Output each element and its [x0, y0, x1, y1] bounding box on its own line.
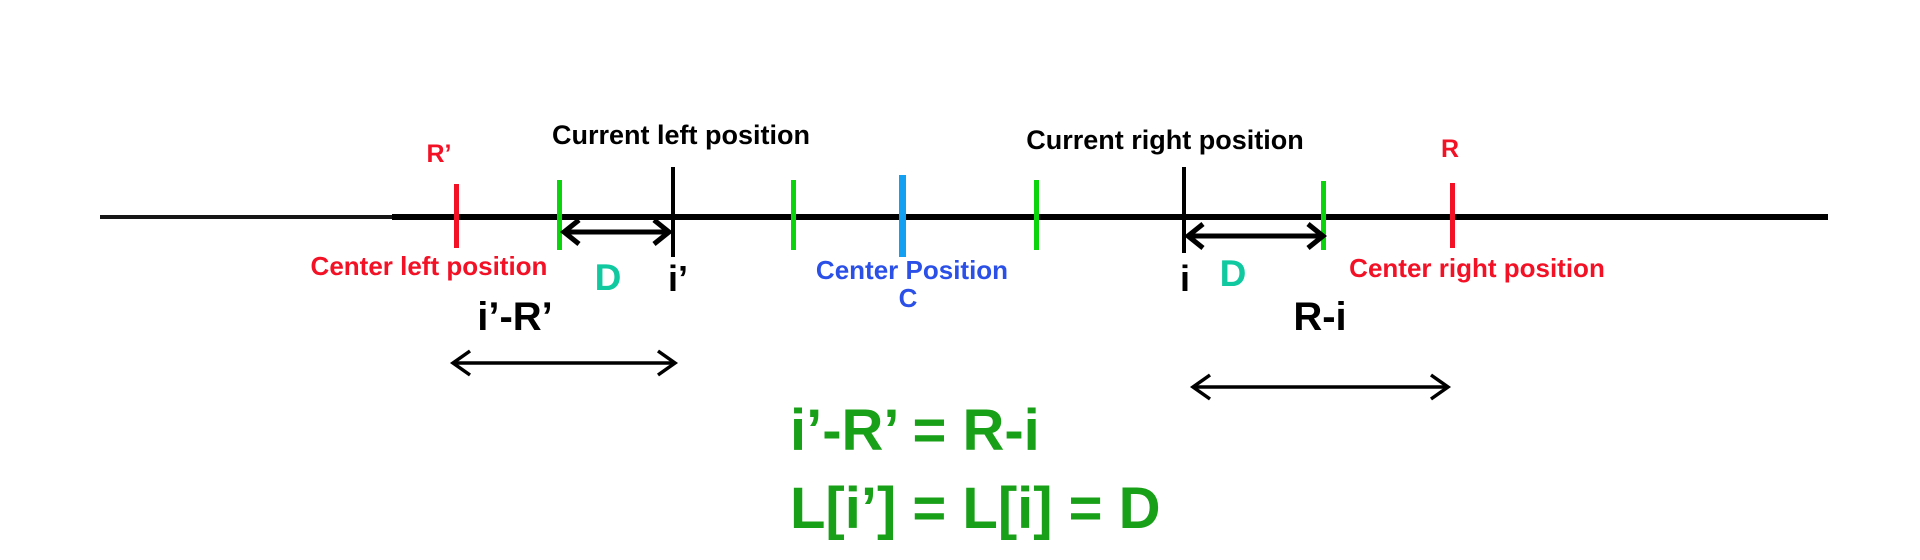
- r-prime-label: R’: [426, 140, 452, 168]
- tick-green-mirror-right-2: [1321, 181, 1326, 250]
- center-c-label: C: [898, 283, 918, 313]
- center-left-position-label: Center left position: [310, 251, 548, 281]
- tick-r: [1450, 183, 1455, 248]
- tick-green-mirror-right-1: [1034, 180, 1039, 250]
- i-prime-label: i’: [667, 258, 689, 299]
- tick-i: [1182, 167, 1186, 253]
- current-left-position-label: Current left position: [552, 120, 810, 150]
- distance-arrow-r-i: [1189, 373, 1452, 401]
- current-right-position-label: Current right position: [1026, 125, 1304, 155]
- d-arrow-right: [1183, 222, 1328, 250]
- d-arrow-left: [559, 218, 674, 246]
- equation-line-1: i’-R’ = R-i: [790, 398, 1040, 463]
- number-line-thin-segment: [100, 215, 392, 219]
- tick-green-mirror-left-2: [791, 180, 796, 250]
- distance-arrow-i-prime-r-prime: [449, 349, 679, 377]
- number-line: [392, 214, 1828, 220]
- center-position-label: Center Position: [815, 255, 1009, 285]
- r-minus-i-label: R-i: [1293, 295, 1347, 339]
- tick-i-prime: [671, 167, 675, 257]
- center-right-position-label: Center right position: [1349, 253, 1605, 283]
- d-left-label: D: [594, 257, 622, 298]
- equation-line-2: L[i’] = L[i] = D: [790, 476, 1161, 541]
- d-right-label: D: [1219, 253, 1247, 294]
- tick-r-prime: [454, 184, 459, 248]
- r-label: R: [1440, 135, 1460, 163]
- tick-center-c: [899, 175, 906, 257]
- i-label: i: [1179, 258, 1191, 299]
- i-prime-minus-r-prime-label: i’-R’: [477, 295, 553, 339]
- tick-green-mirror-left-1: [557, 180, 562, 250]
